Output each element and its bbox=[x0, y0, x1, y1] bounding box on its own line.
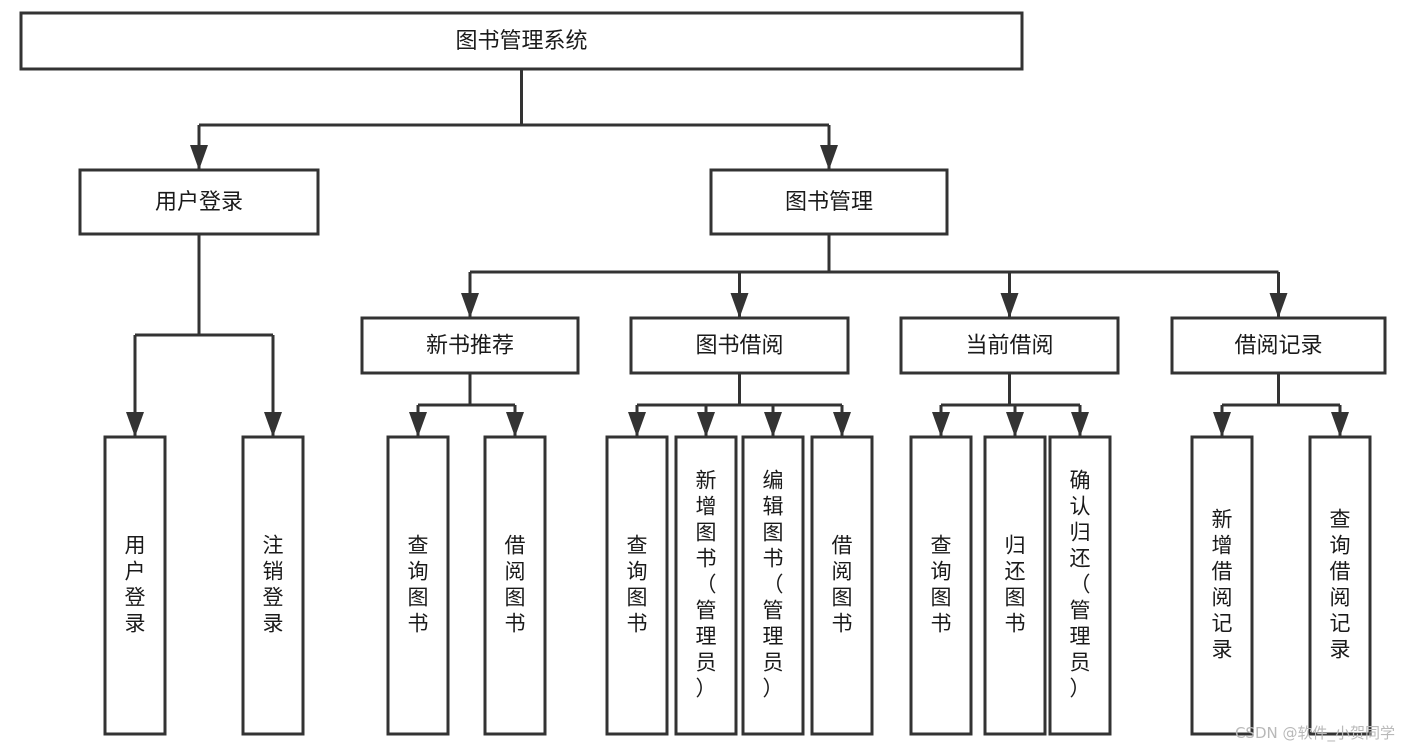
node-label-leaf-add-record: 新增借阅记录 bbox=[1212, 508, 1233, 662]
node-box-current-borrow bbox=[899, 316, 1120, 375]
node-box-leaf-query-book-1 bbox=[386, 435, 450, 736]
node-label-leaf-edit-book: 编辑图书（管理员） bbox=[763, 469, 784, 701]
node-box-leaf-query-book-3 bbox=[909, 435, 973, 736]
arrow-head-current-borrow bbox=[1000, 293, 1019, 318]
node-leaf-user-login[interactable]: 用户登录 bbox=[103, 435, 167, 736]
node-leaf-add-record[interactable]: 新增借阅记录 bbox=[1190, 435, 1254, 736]
arrow-head-user-login bbox=[190, 145, 208, 170]
arrow-head-leaf-query-book-3 bbox=[932, 412, 950, 437]
arrow-head-leaf-return-book bbox=[1006, 412, 1024, 437]
node-box-leaf-query-book-2 bbox=[605, 435, 669, 736]
node-label-book-manage: 图书管理 bbox=[785, 190, 873, 215]
arrow-head-leaf-confirm-return bbox=[1071, 412, 1089, 437]
node-box-new-book-recommend bbox=[360, 316, 580, 375]
node-leaf-confirm-return[interactable]: 确认归还（管理员） bbox=[1048, 435, 1112, 736]
arrow-head-leaf-logout bbox=[264, 412, 282, 437]
node-box-book-manage bbox=[709, 168, 949, 236]
node-label-leaf-borrow-book-1: 借阅图书 bbox=[505, 534, 526, 636]
node-label-borrow-record: 借阅记录 bbox=[1234, 334, 1322, 359]
node-box-leaf-query-record bbox=[1308, 435, 1372, 736]
node-box-leaf-logout bbox=[241, 435, 305, 736]
node-leaf-borrow-book-1[interactable]: 借阅图书 bbox=[483, 435, 547, 736]
diagram-nodes: 图书管理系统用户登录图书管理新书推荐图书借阅当前借阅借阅记录用户登录注销登录查询… bbox=[19, 11, 1387, 736]
arrow-head-new-book-recommend bbox=[461, 293, 479, 318]
node-box-borrow-record bbox=[1170, 316, 1387, 375]
node-label-book-borrow: 图书借阅 bbox=[695, 334, 783, 359]
arrow-head-leaf-query-book-1 bbox=[409, 412, 427, 437]
arrow-head-leaf-add-book bbox=[697, 412, 715, 437]
node-leaf-query-book-1[interactable]: 查询图书 bbox=[386, 435, 450, 736]
arrow-head-leaf-borrow-book-2 bbox=[833, 412, 851, 437]
arrow-head-leaf-add-record bbox=[1213, 412, 1231, 437]
arrow-head-leaf-query-book-2 bbox=[628, 412, 646, 437]
arrow-head-book-manage bbox=[820, 145, 838, 170]
node-box-user-login bbox=[78, 168, 320, 236]
connector-lines bbox=[126, 69, 1349, 437]
node-label-current-borrow: 当前借阅 bbox=[965, 334, 1053, 359]
node-box-leaf-add-book bbox=[674, 435, 738, 736]
node-box-leaf-borrow-book-2 bbox=[810, 435, 874, 736]
node-label-leaf-confirm-return: 确认归还（管理员） bbox=[1070, 469, 1091, 701]
arrow-head-borrow-record bbox=[1269, 293, 1288, 318]
node-leaf-edit-book[interactable]: 编辑图书（管理员） bbox=[741, 435, 805, 736]
node-label-leaf-borrow-book-2: 借阅图书 bbox=[832, 534, 853, 636]
node-box-leaf-return-book bbox=[983, 435, 1047, 736]
node-box-leaf-edit-book bbox=[741, 435, 805, 736]
node-label-leaf-return-book: 归还图书 bbox=[1005, 534, 1026, 636]
node-box-leaf-borrow-book-1 bbox=[483, 435, 547, 736]
arrow-head-leaf-user-login bbox=[126, 412, 144, 437]
node-box-leaf-add-record bbox=[1190, 435, 1254, 736]
node-box-leaf-confirm-return bbox=[1048, 435, 1112, 736]
csdn-watermark: CSDN @软件_小贺同学 bbox=[1234, 724, 1395, 742]
arrow-head-book-borrow bbox=[730, 293, 749, 318]
node-box-leaf-user-login bbox=[103, 435, 167, 736]
node-new-book-recommend[interactable]: 新书推荐 bbox=[360, 316, 580, 375]
node-book-borrow[interactable]: 图书借阅 bbox=[629, 316, 850, 375]
arrow-head-leaf-edit-book bbox=[764, 412, 782, 437]
node-label-leaf-query-book-3: 查询图书 bbox=[931, 534, 952, 636]
node-leaf-query-book-2[interactable]: 查询图书 bbox=[605, 435, 669, 736]
node-box-book-borrow bbox=[629, 316, 850, 375]
node-label-leaf-add-book: 新增图书（管理员） bbox=[696, 469, 717, 701]
node-label-root: 图书管理系统 bbox=[455, 29, 587, 54]
node-leaf-return-book[interactable]: 归还图书 bbox=[983, 435, 1047, 736]
node-leaf-query-book-3[interactable]: 查询图书 bbox=[909, 435, 973, 736]
node-user-login[interactable]: 用户登录 bbox=[78, 168, 320, 236]
node-root[interactable]: 图书管理系统 bbox=[19, 11, 1024, 71]
node-label-leaf-query-book-1: 查询图书 bbox=[408, 534, 429, 636]
node-label-user-login: 用户登录 bbox=[155, 190, 243, 215]
node-leaf-add-book[interactable]: 新增图书（管理员） bbox=[674, 435, 738, 736]
node-label-leaf-logout: 注销登录 bbox=[263, 534, 284, 636]
node-leaf-logout[interactable]: 注销登录 bbox=[241, 435, 305, 736]
node-book-manage[interactable]: 图书管理 bbox=[709, 168, 949, 236]
node-leaf-query-record[interactable]: 查询借阅记录 bbox=[1308, 435, 1372, 736]
node-label-leaf-user-login: 用户登录 bbox=[125, 534, 146, 636]
node-leaf-borrow-book-2[interactable]: 借阅图书 bbox=[810, 435, 874, 736]
node-label-leaf-query-record: 查询借阅记录 bbox=[1330, 508, 1351, 662]
node-label-leaf-query-book-2: 查询图书 bbox=[627, 534, 648, 636]
node-label-new-book-recommend: 新书推荐 bbox=[426, 334, 514, 359]
arrow-head-leaf-query-record bbox=[1331, 412, 1349, 437]
node-box-root bbox=[19, 11, 1024, 71]
node-current-borrow[interactable]: 当前借阅 bbox=[899, 316, 1120, 375]
node-borrow-record[interactable]: 借阅记录 bbox=[1170, 316, 1387, 375]
arrow-head-leaf-borrow-book-1 bbox=[506, 412, 524, 437]
